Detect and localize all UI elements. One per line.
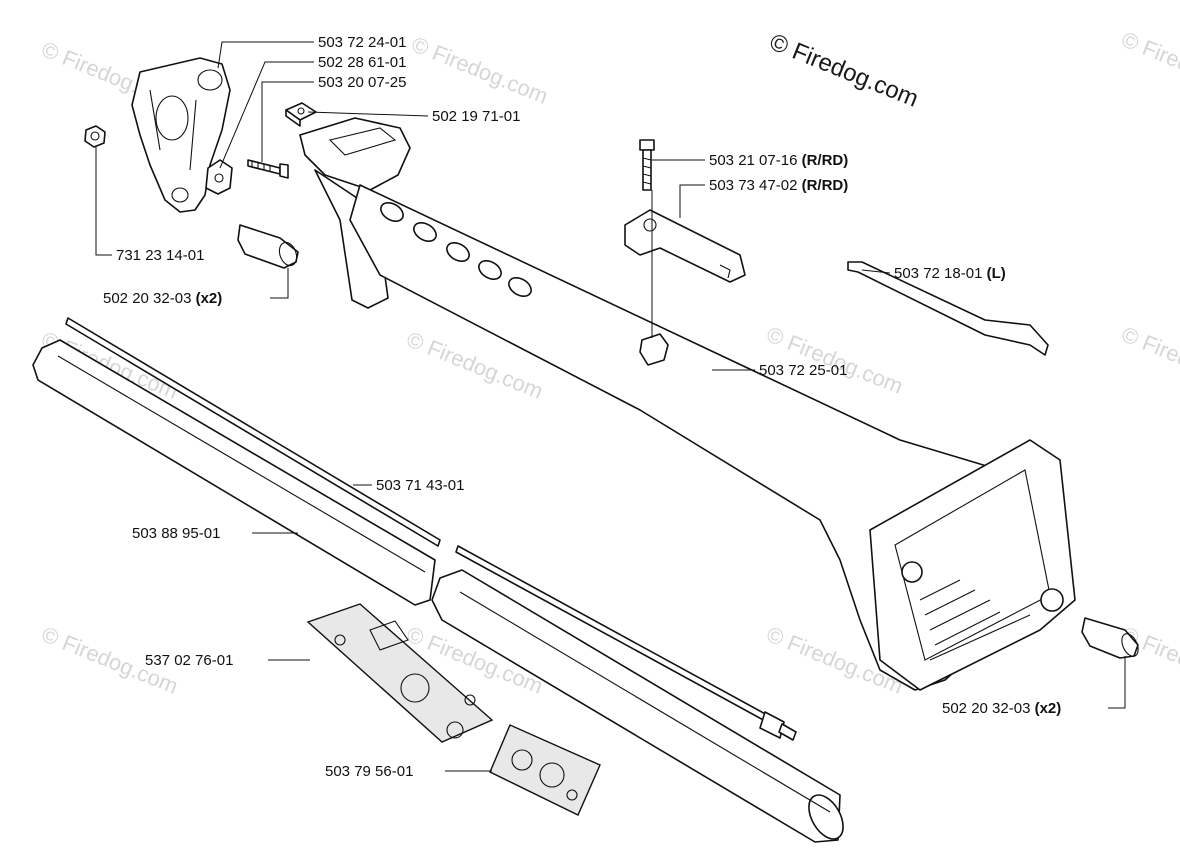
part-hex-nut [84,125,106,148]
leader-lines [95,41,1126,772]
part-guide-strip [847,261,1049,356]
label-731-23-14-01: 731 23 14-01 [116,247,204,264]
label-503-71-43-01: 503 71 43-01 [376,477,464,494]
label-503-72-24-01: 503 72 24-01 [318,34,406,51]
label-503-88-95-01: 503 88 95-01 [132,525,220,542]
part-screw [247,159,289,179]
part-clamp-nut [205,159,233,195]
part-labels: 503 72 24-01 502 28 61-01 503 20 07-25 5… [103,34,1061,780]
watermark-text: © Firedog.com [408,31,551,108]
watermark-text: © Firedog.com [1118,321,1180,398]
label-537-02-76-01: 537 02 76-01 [145,652,233,669]
part-handle-bracket [131,57,231,213]
part-decal-warning [306,603,494,743]
part-drive-shaft [65,317,797,741]
part-bolt [639,139,655,191]
part-tube-right [431,569,844,843]
part-end-cap-upper [237,224,299,269]
watermark-text: © Firedog.com [1118,26,1180,103]
label-503-79-56-01: 503 79 56-01 [325,763,413,780]
part-small-clip [639,333,669,366]
watermark-main: © Firedog.com [766,29,922,113]
part-shaft-housing [299,117,1076,691]
label-502-20-32-03-upper: 502 20 32-03 (x2) [103,290,222,307]
part-end-cap-lower [1081,617,1139,659]
part-slider-bracket [624,209,746,283]
label-503-20-07-25: 503 20 07-25 [318,74,406,91]
label-503-21-07-16: 503 21 07-16 (R/RD) [709,152,848,169]
label-502-19-71-01: 502 19 71-01 [432,108,520,125]
part-tube-left [32,339,436,606]
label-503-73-47-02: 503 73 47-02 (R/RD) [709,177,848,194]
part-square-nut [285,102,317,127]
label-503-72-25-01: 503 72 25-01 [759,362,847,379]
label-503-72-18-01: 503 72 18-01 (L) [894,265,1006,282]
part-decal-info [489,724,601,816]
label-502-28-61-01: 502 28 61-01 [318,54,406,71]
label-502-20-32-03-lower: 502 20 32-03 (x2) [942,700,1061,717]
